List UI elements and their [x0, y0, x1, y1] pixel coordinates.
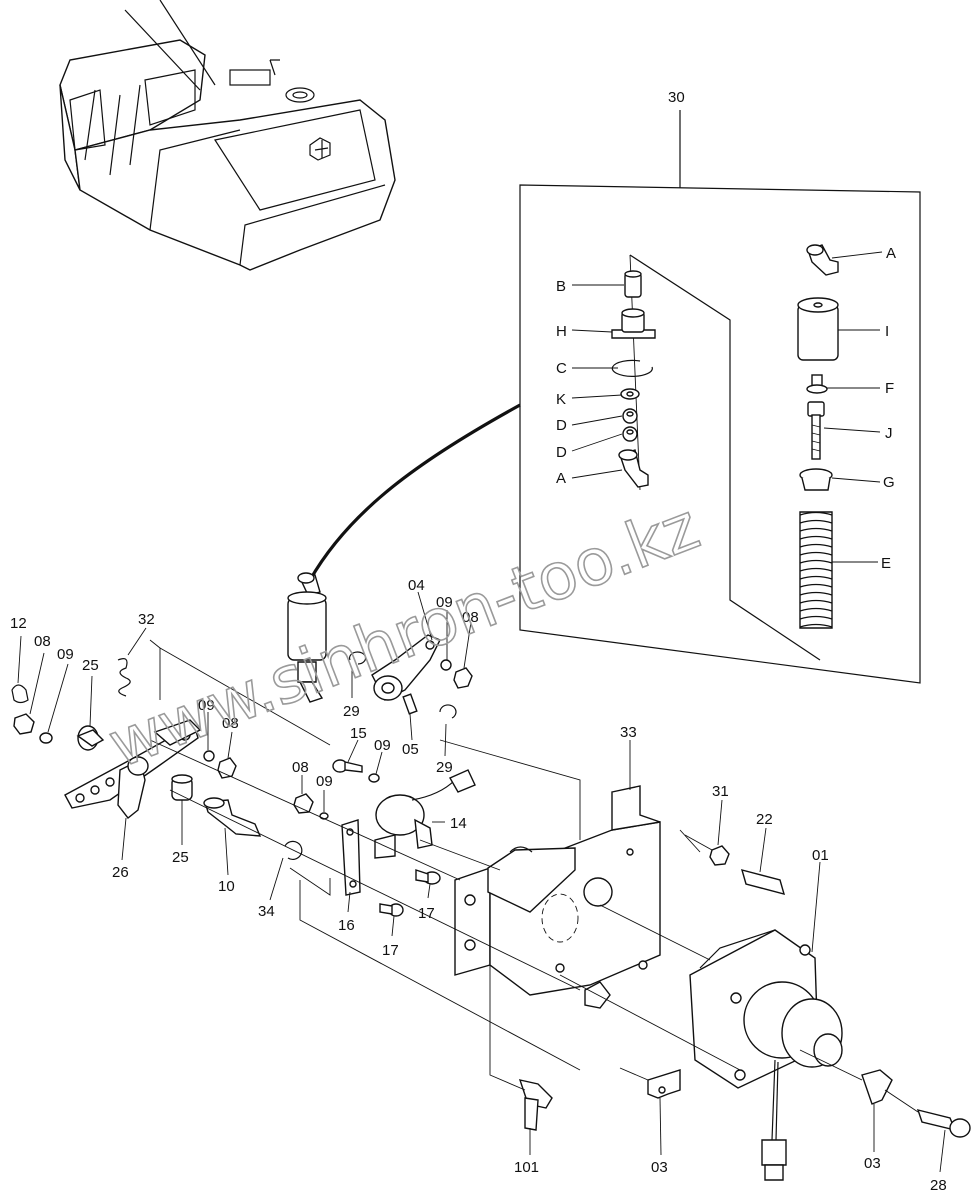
label-09-top: 09 [436, 594, 453, 611]
label-E: E [881, 555, 891, 572]
label-29-bottom: 29 [436, 759, 453, 776]
label-D-1: D [556, 417, 567, 434]
label-101: 101 [514, 1159, 539, 1176]
detail-left-parts [571, 270, 656, 488]
motor-01 [689, 929, 843, 1181]
label-09-left: 09 [57, 646, 74, 663]
solenoid-assembly [287, 572, 327, 703]
label-J: J [885, 425, 893, 442]
label-25-top: 25 [82, 657, 99, 674]
label-17-lower: 17 [382, 942, 399, 959]
label-C: C [556, 360, 567, 377]
callout-labels: 30 A B H C K D D A I F J G E 04 09 08 12… [10, 89, 947, 1194]
label-26: 26 [112, 864, 129, 881]
label-F: F [885, 380, 894, 397]
spring-coil [799, 511, 833, 629]
label-K: K [556, 391, 566, 408]
label-09-center: 09 [374, 737, 391, 754]
label-A-top: A [886, 245, 896, 262]
label-15: 15 [350, 725, 367, 742]
label-08-top: 08 [462, 609, 479, 626]
bracket-33 [454, 785, 786, 1009]
label-03-left: 03 [651, 1159, 668, 1176]
label-29-top: 29 [343, 703, 360, 720]
watermark: www.sinhron-too.kz [99, 490, 709, 783]
label-I: I [885, 323, 889, 340]
label-30: 30 [668, 89, 685, 106]
label-33: 33 [620, 724, 637, 741]
label-03-right: 03 [864, 1155, 881, 1172]
detail-cable [308, 403, 521, 581]
excavator-overview [59, 0, 396, 271]
label-09-mid: 09 [198, 697, 215, 714]
label-16: 16 [338, 917, 355, 934]
label-B: B [556, 278, 566, 295]
label-09-small: 09 [316, 773, 333, 790]
label-H: H [556, 323, 567, 340]
label-25-bottom: 25 [172, 849, 189, 866]
label-05: 05 [402, 741, 419, 758]
lever-04 [348, 634, 473, 719]
label-10: 10 [218, 878, 235, 895]
label-31: 31 [712, 783, 729, 800]
label-34: 34 [258, 903, 275, 920]
label-14: 14 [450, 815, 467, 832]
label-22: 22 [756, 811, 773, 828]
label-17-upper: 17 [418, 905, 435, 922]
bottom-fasteners [518, 1069, 971, 1138]
label-08-left: 08 [34, 633, 51, 650]
label-32: 32 [138, 611, 155, 628]
detail-right-parts [797, 244, 883, 629]
label-28: 28 [930, 1177, 947, 1194]
label-04: 04 [408, 577, 425, 594]
label-D-2: D [556, 444, 567, 461]
assembly-leader-lines [17, 591, 946, 1173]
label-A-bottom: A [556, 470, 566, 487]
label-G: G [883, 474, 895, 491]
label-08-mid: 08 [222, 715, 239, 732]
label-08-center: 08 [292, 759, 309, 776]
label-01: 01 [812, 847, 829, 864]
label-12: 12 [10, 615, 27, 632]
